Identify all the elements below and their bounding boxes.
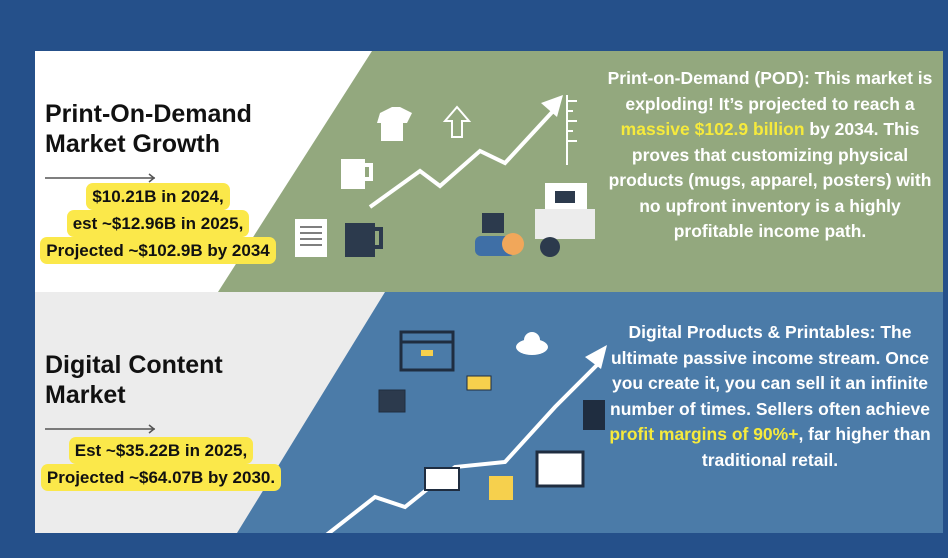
pod-illustration [295, 95, 595, 257]
desc-text: , far higher than traditional retail. [701, 424, 931, 470]
digital-illustration [325, 330, 607, 533]
monitor-icon [535, 450, 585, 488]
title-line: Market [45, 381, 126, 409]
digital-stats-highlight: Est ~$35.22B in 2025, Projected ~$64.07B… [35, 437, 309, 491]
mug-icon [341, 159, 373, 189]
stat-2025: Est ~$35.22B in 2025, [68, 437, 254, 464]
tshirt-icon [377, 107, 412, 141]
stat-2025: est ~$12.96B in 2025, [66, 210, 250, 237]
stat-2030: Projected ~$64.07B by 2030. [40, 464, 282, 491]
stat-2034: Projected ~$102.9B by 2034 [40, 237, 276, 264]
desc-highlight: massive $102.9 billion [620, 119, 805, 139]
printer-icon [535, 183, 595, 257]
desc-text: Digital Products & Printables: The ultim… [610, 322, 930, 419]
stat-2024: $10.21B in 2024, [86, 183, 230, 210]
ruler-icon [566, 95, 577, 165]
pod-stats-highlight: $10.21B in 2024, est ~$12.96B in 2025, P… [35, 183, 301, 264]
desc-text: by 2034. This proves that customizing ph… [608, 119, 932, 241]
stacked-items-icon [475, 213, 524, 256]
dark-mug-icon [345, 223, 383, 257]
title-line: Market Growth [45, 130, 221, 158]
pod-description: Print-on-Demand (POD): This market is ex… [605, 66, 935, 245]
document-icon [295, 219, 327, 257]
digital-description: Digital Products & Printables: The ultim… [605, 320, 935, 473]
desc-highlight: profit margins of 90%+ [609, 424, 799, 444]
desc-text: Print-on-Demand (POD): This market is ex… [607, 68, 933, 114]
title-line: Digital Content [45, 351, 223, 379]
growth-arrow-icon [325, 345, 607, 533]
right-arrow-icon [45, 173, 156, 183]
cloud-icon [516, 332, 548, 355]
ebook-icon [583, 400, 605, 430]
easel-icon [378, 389, 406, 413]
tag-icon [466, 375, 492, 391]
right-arrow-icon [45, 424, 156, 434]
growth-arrow-icon [368, 95, 563, 209]
browser-window-icon [399, 330, 455, 372]
title-line: Print-On-Demand [45, 100, 252, 128]
up-arrow-outline-icon [442, 105, 472, 138]
clipboard-icon [489, 476, 513, 500]
card-icon [424, 467, 460, 491]
